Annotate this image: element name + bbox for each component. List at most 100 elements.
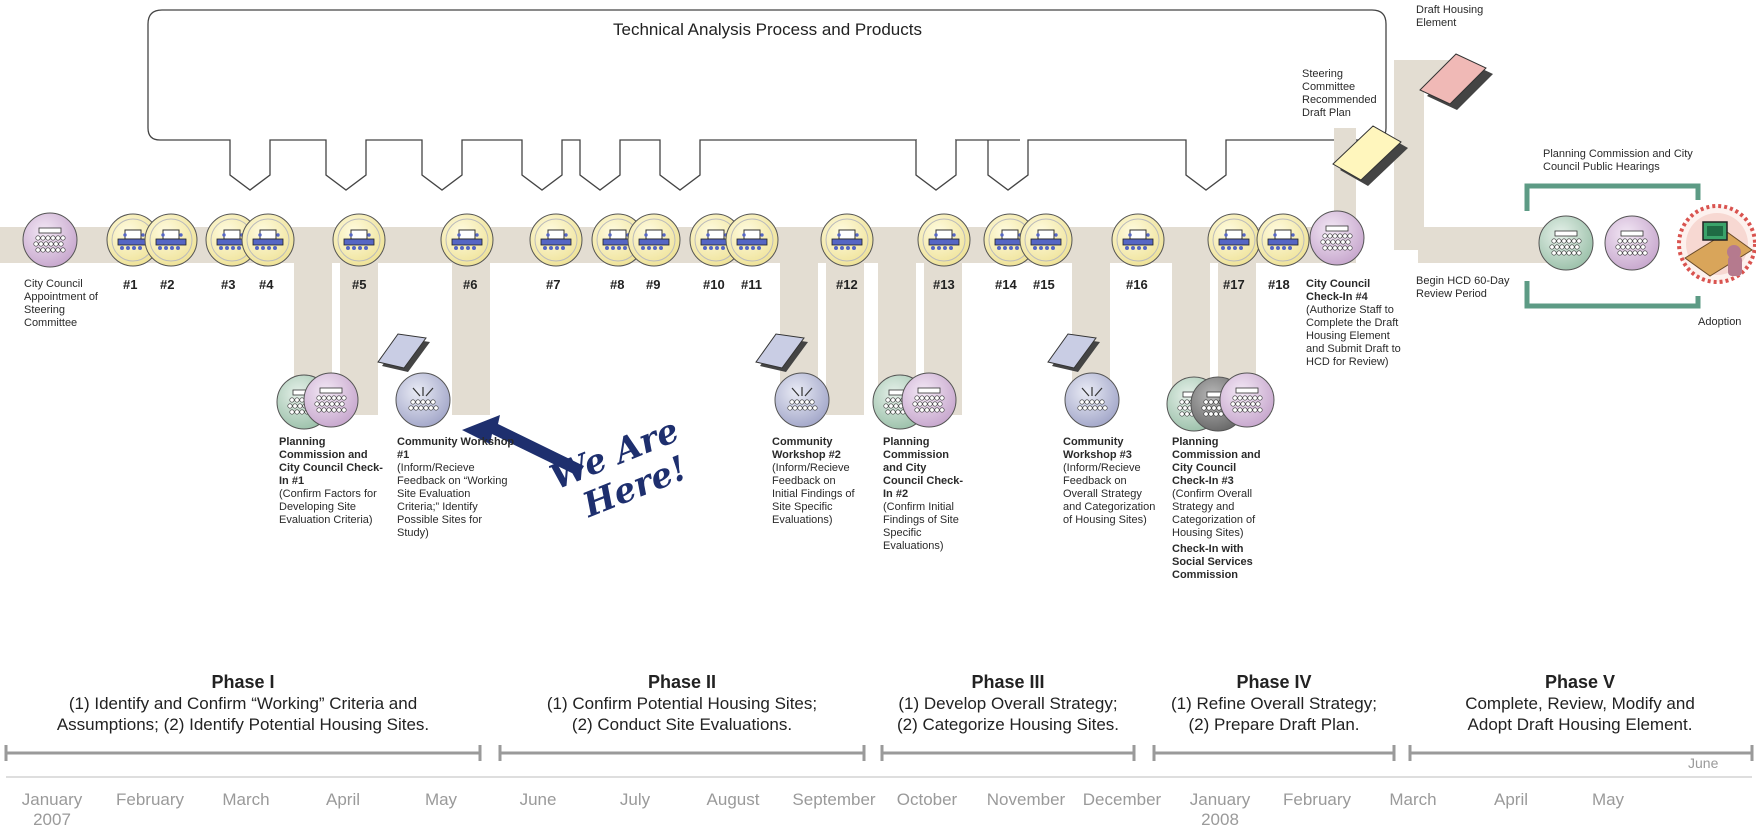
checkin1-title: Planning Commission and City Council Che… (279, 436, 383, 487)
draft-housing-document-icon (1419, 53, 1493, 110)
meeting-number-4: #4 (259, 277, 274, 292)
checkin4-desc: (Authorize Staff to Complete the Draft H… (1306, 304, 1401, 368)
meeting-number-7: #7 (546, 277, 561, 292)
meeting-number-1: #1 (123, 277, 138, 292)
workshop3-document-icon (1047, 333, 1100, 372)
diagram-title: Technical Analysis Process and Products (613, 20, 922, 39)
phase-3-line1: (1) Develop Overall Strategy; (898, 694, 1118, 713)
checkin3-icons (1166, 372, 1275, 432)
checkin3-title: Planning Commission and City Council Che… (1172, 436, 1261, 487)
checkin3-extra: Check-In with Social Services Commission (1172, 543, 1253, 581)
meeting-number-12: #12 (836, 277, 858, 292)
phase-brackets (4, 745, 1754, 761)
meeting-number-2: #2 (160, 277, 175, 292)
steering-meetings (106, 213, 1310, 267)
hcd-review-label: Begin HCD 60-Day Review Period (1416, 275, 1510, 300)
meeting-18-icon (1256, 213, 1310, 267)
workshop1-document-icon (377, 333, 430, 372)
month-aug-2007: August (706, 790, 760, 809)
checkin2-label: Planning Commission and City Council Che… (883, 436, 965, 553)
checkin4-label: City Council Check-In #4 (Authorize Staf… (1306, 278, 1404, 369)
meeting-number-16: #16 (1126, 277, 1148, 292)
phase-4-line2: (2) Prepare Draft Plan. (1188, 715, 1360, 734)
checkin3-label: Planning Commission and City Council Che… (1172, 436, 1270, 582)
phase-3-line2: (2) Categorize Housing Sites. (896, 715, 1120, 734)
june-end-label: June (1688, 755, 1719, 771)
phase-2-line2: (2) Conduct Site Evaluations. (571, 715, 793, 734)
meeting-7-icon (529, 213, 583, 267)
month-feb-2008: February (1282, 790, 1352, 809)
meeting-number-11: #11 (741, 277, 762, 292)
meeting-4-icon (241, 213, 295, 267)
meeting-number-18: #18 (1268, 277, 1290, 292)
meeting-6-icon (440, 213, 494, 267)
public-hearings-label: Planning Commission and City Council Pub… (1543, 148, 1693, 173)
city-council-appointment-label: City Council Appointment of Steering Com… (24, 278, 98, 329)
phase-5: Phase V Complete, Review, Modify and Ado… (1420, 672, 1740, 735)
steering-draft-document-icon (1332, 125, 1408, 186)
month-apr-2007: April (325, 790, 360, 809)
phase-1-line2: Assumptions; (2) Identify Potential Hous… (56, 715, 430, 734)
year-2007: 2007 (33, 810, 71, 829)
month-may-2008: May (1591, 790, 1625, 809)
city-council-checkin4-icon (1309, 210, 1365, 266)
month-may-2007: May (424, 790, 458, 809)
phase-1-line1: (1) Identify and Confirm “Working” Crite… (68, 694, 418, 713)
steering-draft-label: Steering Committee Recommended Draft Pla… (1302, 68, 1377, 119)
city-council-appointment-icon (22, 212, 78, 268)
meeting-number-10: #10 (703, 277, 725, 292)
workshop2-document-icon (755, 333, 808, 372)
phase-1: Phase I (1) Identify and Confirm “Workin… (20, 672, 466, 735)
meeting-15-icon (1019, 213, 1073, 267)
public-hearings-bracket (1524, 183, 1701, 309)
meeting-number-13: #13 (933, 277, 955, 292)
month-mar-2007: March (222, 790, 270, 809)
meeting-number-9: #9 (646, 277, 661, 292)
month-jan-2008: January (1189, 790, 1251, 809)
meeting-number-17: #17 (1223, 277, 1245, 292)
adoption-icon (1677, 204, 1756, 284)
phase-4-line1: (1) Refine Overall Strategy; (1171, 694, 1377, 713)
month-jun-2007: June (519, 790, 557, 809)
meeting-number-6: #6 (463, 277, 478, 292)
workshop3-desc: (Inform/Recieve Feedback on Overall Stra… (1063, 462, 1156, 526)
meeting-5-icon (332, 213, 386, 267)
workshop1-desc: (Inform/Recieve Feedback on “Working Sit… (397, 462, 508, 539)
month-feb-2007: February (115, 790, 185, 809)
checkin3-desc: (Confirm Overall Strategy and Categoriza… (1172, 488, 1256, 539)
workshop1-icon (395, 372, 451, 428)
workshop3-title: Community Workshop #3 (1063, 436, 1132, 461)
bracket-notches-12-13 (915, 140, 957, 191)
month-sep-2007: September (792, 790, 876, 809)
draft-housing-label: Draft Housing Element (1416, 4, 1484, 29)
meeting-number-8: #8 (610, 277, 625, 292)
checkin1-label: Planning Commission and City Council Che… (279, 436, 389, 527)
adoption-label: Adoption (1698, 316, 1742, 328)
meeting-16-icon (1111, 213, 1165, 267)
workshop1-label: Community Workshop #1 (Inform/Recieve Fe… (397, 436, 515, 540)
workshop2-label: Community Workshop #2 (Inform/Recieve Fe… (772, 436, 864, 527)
meeting-2-icon (144, 213, 198, 267)
workshop3-icon (1064, 372, 1120, 428)
phase-5-line2: Adopt Draft Housing Element. (1467, 715, 1693, 734)
technical-analysis-bracket (147, 9, 1387, 191)
meeting-number-3: #3 (221, 277, 236, 292)
phase-5-title: Phase V (1544, 672, 1616, 692)
workshop2-title: Community Workshop #2 (772, 436, 841, 461)
phase-2: Phase II (1) Confirm Potential Housing S… (504, 672, 860, 735)
month-jul-2007: July (619, 790, 651, 809)
checkin2-title: Planning Commission and City Council Che… (883, 436, 964, 500)
we-are-here-arrow-icon (462, 415, 584, 476)
phase-4: Phase IV (1) Refine Overall Strategy; (2… (1154, 672, 1394, 735)
workshop2-icon (774, 372, 830, 428)
checkin4-title: City Council Check-In #4 (1306, 278, 1371, 303)
month-oct-2007: October (896, 790, 958, 809)
meeting-11-icon (725, 213, 779, 267)
phase-2-title: Phase II (647, 672, 717, 692)
month-mar-2008: March (1389, 790, 1437, 809)
phase-3: Phase III (1) Develop Overall Strategy; … (882, 672, 1134, 735)
public-hearing-icons (1538, 215, 1660, 271)
phase-3-title: Phase III (971, 672, 1045, 692)
phase-5-line1: Complete, Review, Modify and (1465, 694, 1695, 713)
phase-2-line1: (1) Confirm Potential Housing Sites; (546, 694, 818, 713)
